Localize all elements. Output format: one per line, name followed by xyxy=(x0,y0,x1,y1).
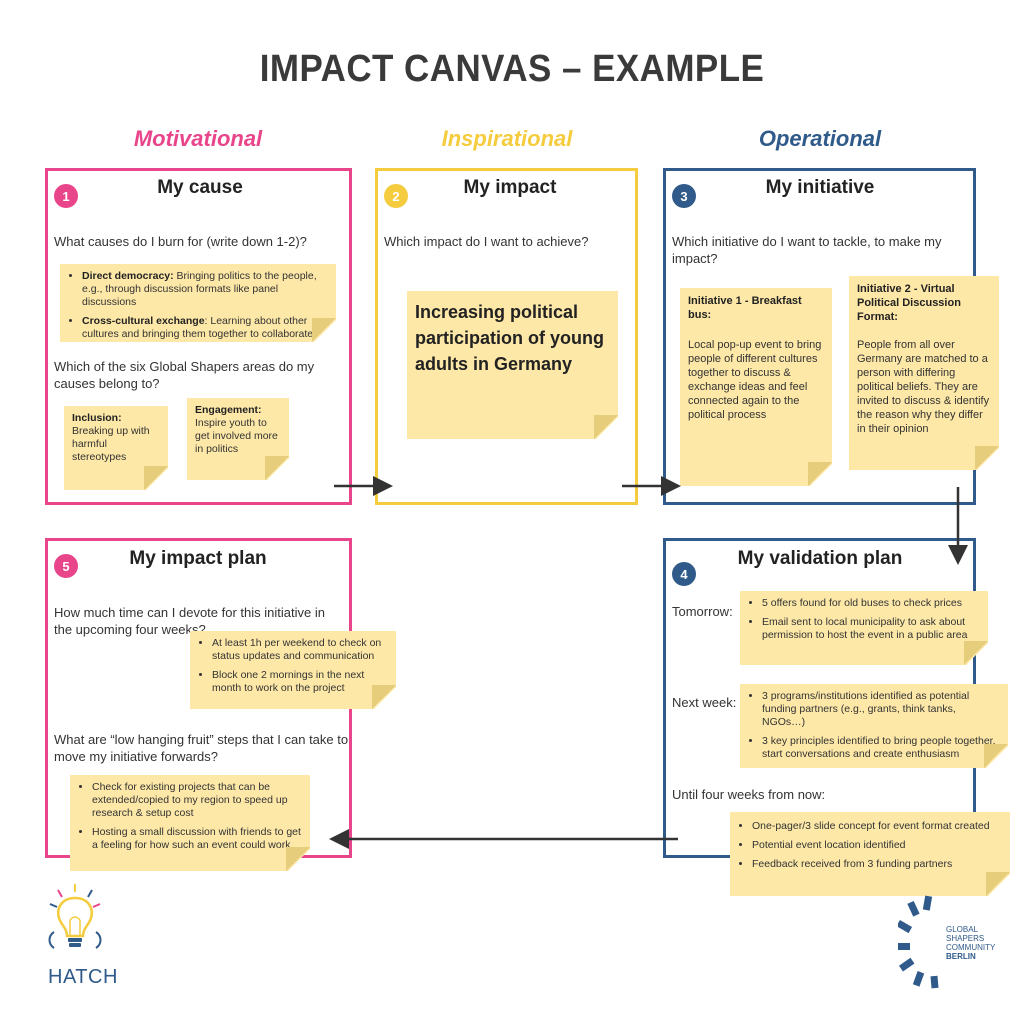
my-cause-title: My cause xyxy=(157,177,243,198)
cause-item-cross-cultural: Cross-cultural exchange: Learning about … xyxy=(82,315,328,341)
impact-question: Which impact do I want to achieve? xyxy=(384,234,589,249)
step-number-2: 2 xyxy=(384,184,408,208)
step-number-1: 1 xyxy=(54,184,78,208)
validation-fourweeks-item: One-pager/3 slide concept for event form… xyxy=(752,820,1002,833)
cause-note-causes: Direct democracy: Bringing politics to t… xyxy=(60,264,336,342)
plan-time-item: At least 1h per weekend to check on stat… xyxy=(212,637,388,663)
plan-question-2: What are “low hanging fruit” steps that … xyxy=(54,732,349,764)
impact-note: Increasing political participation of yo… xyxy=(407,291,618,439)
hatch-lightbulb-icon xyxy=(48,884,102,949)
initiative-2-text: People from all over Germany are matched… xyxy=(857,339,990,435)
plan-time-item: Block one 2 mornings in the next month t… xyxy=(212,669,388,695)
cause-question-1: What causes do I burn for (write down 1-… xyxy=(54,234,307,249)
validation-note-tomorrow: 5 offers found for old buses to check pr… xyxy=(740,591,988,665)
initiative-1-title: Initiative 1 - Breakfast bus: xyxy=(688,295,802,321)
global-shapers-logo-text: GLOBAL SHAPERS COMMUNITY BERLIN xyxy=(946,925,996,961)
global-shapers-logo-icon xyxy=(898,895,939,989)
validation-label-four-weeks: Until four weeks from now: xyxy=(672,787,826,802)
my-initiative-title: My initiative xyxy=(765,177,875,198)
initiative-question: Which initiative do I want to tackle, to… xyxy=(672,234,942,266)
validation-nextweek-item: 3 key principles identified to bring peo… xyxy=(762,735,1000,761)
plan-step-item: Check for existing projects that can be … xyxy=(92,781,302,820)
category-operational: Operational xyxy=(758,126,882,151)
validation-tomorrow-item: Email sent to local municipality to ask … xyxy=(762,616,980,642)
initiative-note-2: Initiative 2 - Virtual Political Discuss… xyxy=(849,276,999,470)
initiative-2-title: Initiative 2 - Virtual Political Discuss… xyxy=(857,283,961,323)
my-validation-plan-title: My validation plan xyxy=(737,548,903,569)
step-number-5: 5 xyxy=(54,554,78,578)
validation-tomorrow-item: 5 offers found for old buses to check pr… xyxy=(762,597,980,610)
page-title: IMPACT CANVAS – EXAMPLE xyxy=(259,48,765,90)
plan-note-steps: Check for existing projects that can be … xyxy=(70,775,310,871)
category-motivational: Motivational xyxy=(133,126,263,151)
step-number-3: 3 xyxy=(672,184,696,208)
plan-note-time: At least 1h per weekend to check on stat… xyxy=(190,631,396,709)
initiative-1-text: Local pop-up event to bring people of di… xyxy=(688,339,822,421)
category-inspirational: Inspirational xyxy=(441,126,573,151)
plan-question-1: How much time can I devote for this init… xyxy=(54,605,325,637)
plan-step-item: Hosting a small discussion with friends … xyxy=(92,826,302,852)
validation-fourweeks-item: Feedback received from 3 funding partner… xyxy=(752,858,1002,871)
hatch-logo-text: HATCH xyxy=(48,966,118,988)
validation-fourweeks-item: Potential event location identified xyxy=(752,839,1002,852)
my-impact-plan-title: My impact plan xyxy=(129,548,267,569)
cause-item-direct-democracy: Direct democracy: Bringing politics to t… xyxy=(82,270,328,309)
initiative-note-1: Initiative 1 - Breakfast bus: Local pop-… xyxy=(680,288,832,486)
validation-label-next-week: Next week: xyxy=(672,695,737,710)
my-impact-title: My impact xyxy=(463,177,557,198)
validation-note-four-weeks: One-pager/3 slide concept for event form… xyxy=(730,812,1010,896)
validation-label-tomorrow: Tomorrow: xyxy=(672,604,733,619)
validation-note-next-week: 3 programs/institutions identified as po… xyxy=(740,684,1008,768)
cause-question-2: Which of the six Global Shapers areas do… xyxy=(54,359,315,391)
step-number-4: 4 xyxy=(672,562,696,586)
validation-nextweek-item: 3 programs/institutions identified as po… xyxy=(762,690,1000,729)
